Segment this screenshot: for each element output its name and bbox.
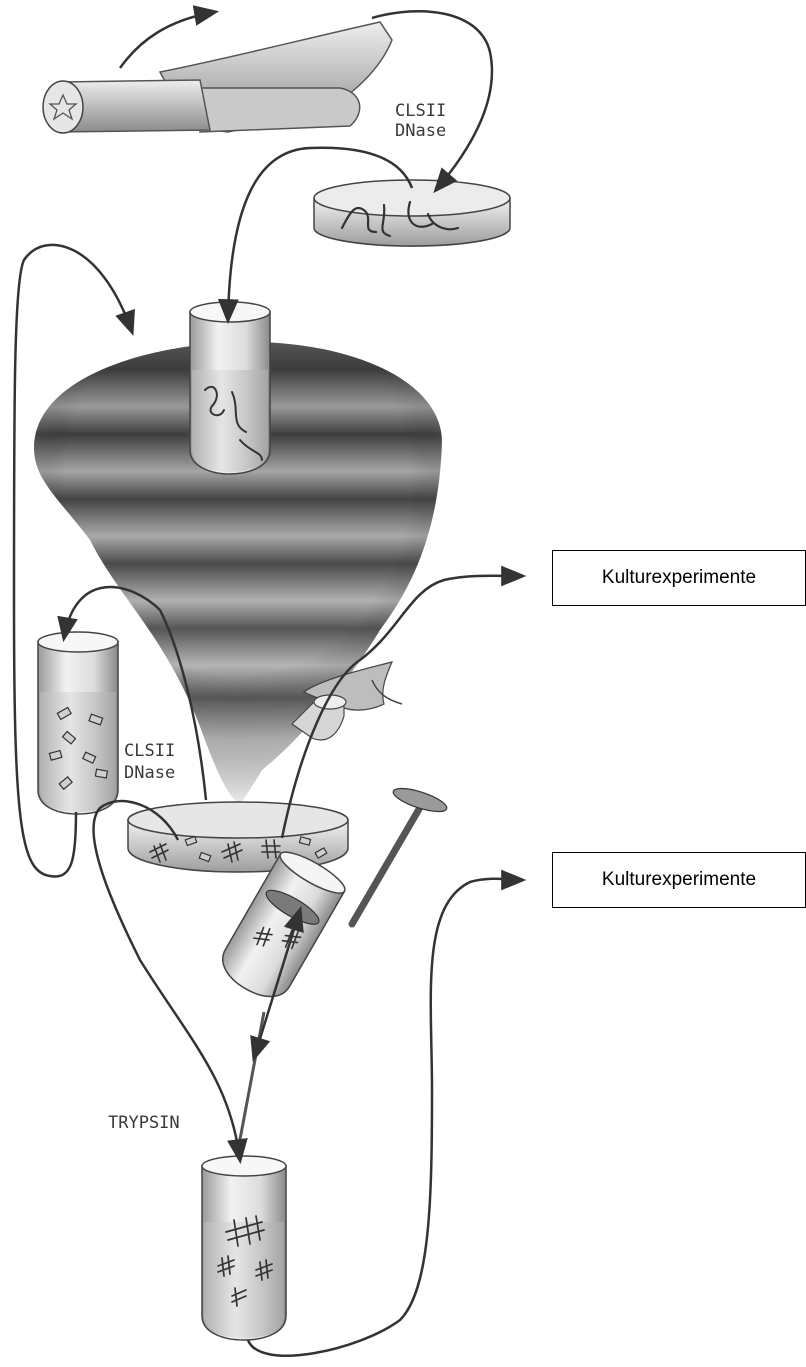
- centrifuge-tube-left: [38, 632, 118, 814]
- petri-dish-top: [314, 180, 510, 247]
- culture-experiments-box-1: Kulturexperimente: [552, 550, 806, 606]
- enzyme-label-mid-1: CLSII: [124, 741, 175, 761]
- enzyme-label-top-2: DNase: [395, 121, 446, 141]
- petri-dish-middle: [128, 802, 348, 872]
- vessel-lumen: [43, 81, 83, 133]
- culture-experiments-box-2: Kulturexperimente: [552, 852, 806, 908]
- blood-vessel: [43, 22, 392, 133]
- trypsin-label: TRYPSIN: [108, 1113, 180, 1133]
- enzyme-label-mid-2: DNase: [124, 763, 175, 783]
- centrifuge-tube-bottom: [202, 1156, 286, 1340]
- enzyme-label-top-1: CLSII: [395, 101, 446, 121]
- centrifuge-tube-top: [190, 302, 270, 474]
- arrow-vessel-up: [120, 12, 215, 68]
